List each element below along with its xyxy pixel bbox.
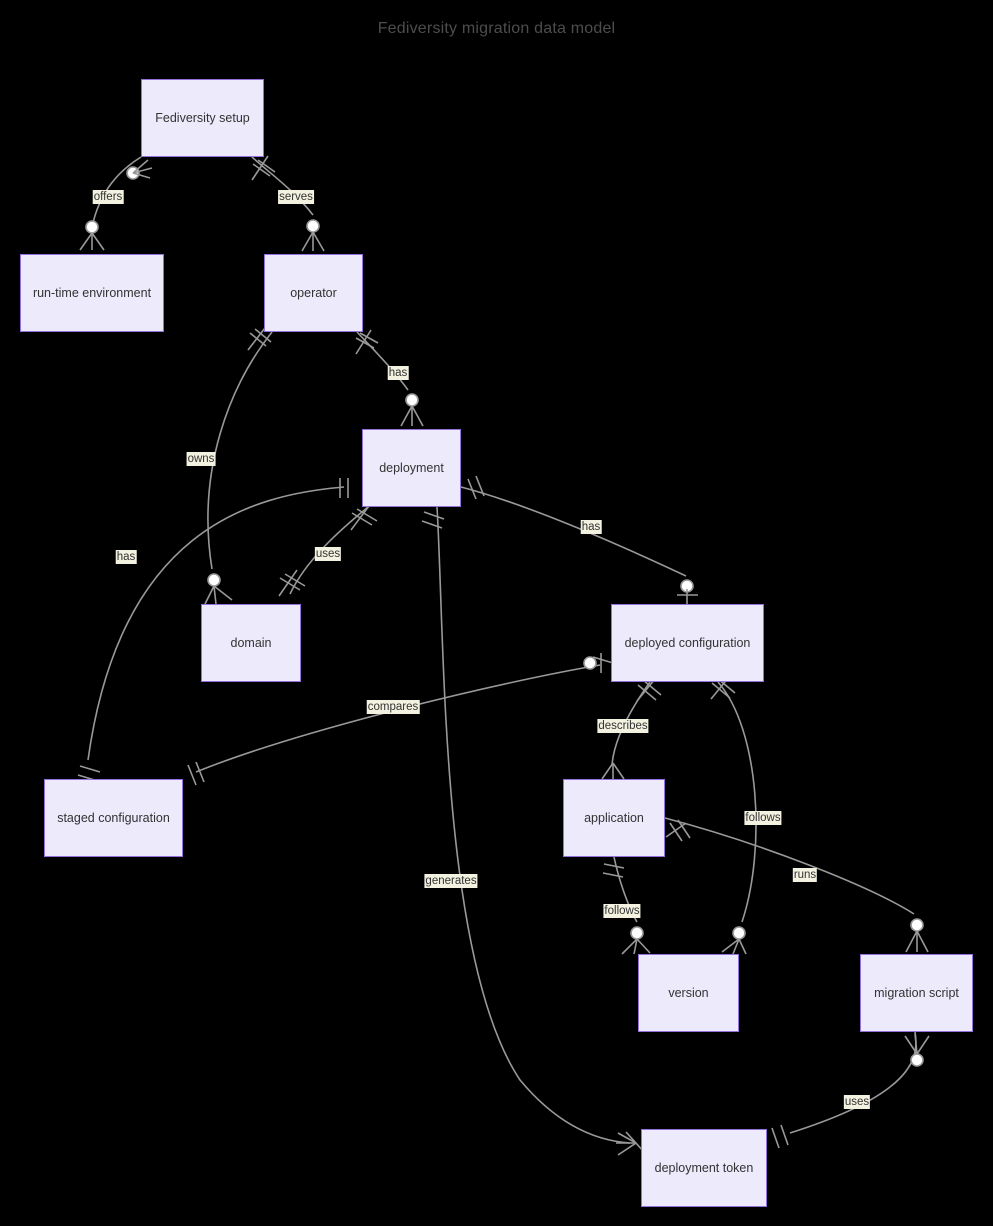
edge-has-deployed-config (460, 475, 698, 604)
entity-fediversity-setup[interactable]: Fediversity setup (141, 79, 264, 157)
onlyone-compares-source (592, 653, 614, 673)
entity-label: version (668, 985, 709, 1000)
relationship-label-follows-application: follows (603, 904, 641, 918)
crowsfoot-uses-ms-source (904, 1033, 930, 1055)
relationship-label-compares: compares (366, 700, 420, 714)
onlyone-has-depc-target (677, 589, 698, 604)
onlyone-serves-source (251, 155, 276, 181)
entity-label: operator (290, 285, 337, 300)
crowsfoot-owns-target (204, 585, 233, 605)
relationship-label-has-deployed-config: has (580, 520, 602, 534)
relationship-label-has-operator-deployment: has (387, 366, 409, 380)
onlyone-has-staged-source (339, 478, 349, 498)
relationship-label-offers: offers (92, 190, 124, 204)
relationship-label-runs: runs (792, 868, 818, 882)
onlyone-has-depc-source (467, 475, 485, 500)
relationship-label-describes: describes (597, 719, 649, 733)
relationship-label-uses-migration: uses (843, 1095, 871, 1109)
edge-follows-application (602, 856, 651, 955)
edge-offers (79, 156, 153, 251)
entity-label: deployment (379, 460, 444, 475)
entity-staged-configuration[interactable]: staged configuration (44, 779, 183, 857)
onlyone-compares-target (187, 761, 205, 786)
edge-owns (204, 327, 273, 605)
onlyone-owns-source (247, 327, 272, 351)
crowsfoot-follows-dc-target (721, 938, 747, 955)
crowsfoot-follows-ap-target (621, 938, 651, 955)
entity-run-time-environment[interactable]: run-time environment (20, 254, 164, 332)
entity-label: run-time environment (32, 285, 152, 300)
onlyone-generates-source (421, 511, 445, 529)
edge-has-operator-deployment (355, 329, 424, 427)
crowsfoot-describes-target (601, 762, 625, 780)
entity-label: Fediversity setup (155, 110, 250, 125)
crowsfoot-generates-target (616, 1131, 645, 1156)
crowsfoot-has-op-target (400, 405, 424, 427)
onlyone-describes-source (636, 678, 662, 702)
entity-deployed-configuration[interactable]: deployed configuration (611, 604, 764, 682)
relationship-label-has-staged: has (115, 550, 137, 564)
relationship-label-generates: generates (424, 874, 478, 888)
relationship-label-owns: owns (186, 452, 216, 466)
crowsfoot-serves-target (301, 231, 325, 252)
entity-label: deployment token (654, 1160, 754, 1175)
edge-uses-migration (771, 1031, 930, 1149)
entity-label: staged configuration (57, 810, 170, 825)
entity-label: domain (230, 635, 272, 650)
crowsfoot-runs-target (905, 930, 929, 953)
edge-uses-domain (278, 505, 378, 597)
edge-runs (664, 817, 929, 953)
onlyone-runs-source (665, 819, 691, 842)
onlyone-uses-ms-target (771, 1124, 789, 1149)
entity-domain[interactable]: domain (201, 604, 301, 682)
crowsfoot-offers-target (79, 232, 105, 251)
relationship-label-uses-domain: uses (314, 547, 342, 561)
crowsfoot-offers-source (132, 159, 153, 179)
onlyone-uses-source (350, 505, 378, 531)
entity-operator[interactable]: operator (264, 254, 363, 332)
onlyone-uses-target (278, 569, 306, 597)
entity-label: migration script (874, 985, 959, 1000)
edge-serves (251, 155, 325, 252)
entity-deployment[interactable]: deployment (362, 429, 461, 507)
relationship-label-serves: serves (278, 190, 314, 204)
onlyone-has-op-source (355, 329, 379, 355)
entity-label: application (584, 810, 644, 825)
entity-label: deployed configuration (624, 635, 751, 650)
onlyone-follows-ap-source (602, 863, 625, 878)
entity-application[interactable]: application (563, 779, 665, 857)
relationship-label-follows-deployed-config: follows (744, 811, 782, 825)
entity-version[interactable]: version (638, 954, 739, 1032)
entity-deployment-token[interactable]: deployment token (641, 1129, 767, 1207)
page-title: Fediversity migration data model (377, 20, 616, 37)
entity-migration-script[interactable]: migration script (860, 954, 973, 1032)
